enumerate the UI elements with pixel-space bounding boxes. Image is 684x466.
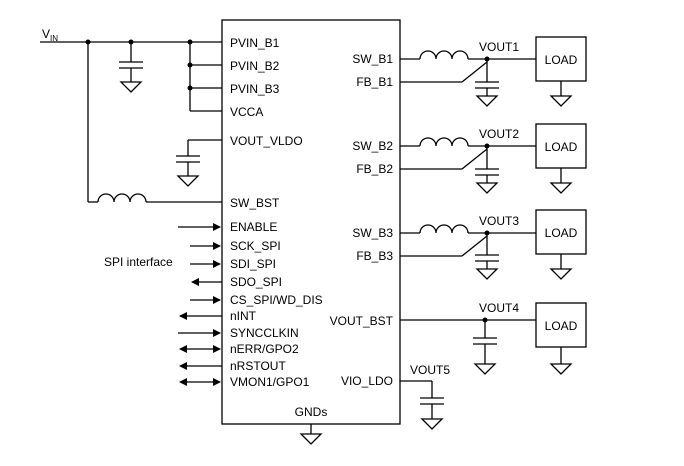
vin-wiring bbox=[40, 39, 222, 203]
pin-gnds: GNDs bbox=[295, 405, 328, 419]
vout2-label: VOUT2 bbox=[479, 127, 519, 141]
pin-sw-bst: SW_BST bbox=[230, 196, 280, 210]
pin-sw-b1: SW_B1 bbox=[352, 52, 393, 66]
pin-pvin-b2: PVIN_B2 bbox=[230, 59, 280, 73]
spi-interface-label: SPI interface bbox=[104, 255, 173, 269]
pin-nrstout: nRSTOUT bbox=[230, 359, 286, 373]
load-box-1 bbox=[535, 36, 587, 82]
ic-ground bbox=[299, 424, 323, 445]
buck-channel-3: LOAD bbox=[400, 209, 587, 280]
pin-cs-spi-wd-dis: CS_SPI/WD_DIS bbox=[230, 293, 323, 307]
vout5-label: VOUT5 bbox=[410, 363, 450, 377]
pin-sw-b3: SW_B3 bbox=[352, 226, 393, 240]
pin-enable: ENABLE bbox=[230, 220, 277, 234]
pin-nint: nINT bbox=[230, 309, 257, 323]
load-label-2: LOAD bbox=[545, 140, 578, 154]
buck-channel-2: LOAD bbox=[400, 123, 587, 194]
pin-fb-b3: FB_B3 bbox=[356, 249, 393, 263]
load-box-3 bbox=[535, 209, 587, 255]
load-label-1: LOAD bbox=[545, 53, 578, 67]
pin-fb-b1: FB_B1 bbox=[356, 75, 393, 89]
pin-vmon1-gpo1: VMON1/GPO1 bbox=[230, 375, 310, 389]
left-signal-arrows bbox=[178, 223, 222, 386]
pin-pvin-b1: PVIN_B1 bbox=[230, 36, 280, 50]
vin-label: VIN bbox=[42, 27, 58, 43]
load-label-3: LOAD bbox=[545, 226, 578, 240]
pin-sdo-spi: SDO_SPI bbox=[230, 275, 282, 289]
vio-ldo-output bbox=[400, 380, 444, 430]
vout4-label: VOUT4 bbox=[479, 301, 519, 315]
vout3-label: VOUT3 bbox=[479, 214, 519, 228]
left-pins: PVIN_B1 PVIN_B2 PVIN_B3 VCCA VOUT_VLDO S… bbox=[230, 36, 323, 389]
pin-vio-ldo: VIO_LDO bbox=[341, 374, 393, 388]
load-label-4: LOAD bbox=[545, 319, 578, 333]
vldo-capacitor bbox=[176, 139, 222, 187]
vout1-label: VOUT1 bbox=[479, 40, 519, 54]
boost-output: LOAD bbox=[400, 302, 587, 375]
right-pins: SW_B1 FB_B1 SW_B2 FB_B2 SW_B3 FB_B3 VOUT… bbox=[330, 52, 394, 388]
pin-vout-vldo: VOUT_VLDO bbox=[230, 134, 303, 148]
pin-pvin-b3: PVIN_B3 bbox=[230, 82, 280, 96]
pin-sck-spi: SCK_SPI bbox=[230, 239, 281, 253]
pin-nerr-gpo2: nERR/GPO2 bbox=[230, 342, 299, 356]
buck-channel-1: LOAD bbox=[400, 36, 587, 107]
pin-syncclkin: SYNCCLKIN bbox=[230, 326, 299, 340]
pin-sdi-spi: SDI_SPI bbox=[230, 257, 276, 271]
load-box-2 bbox=[535, 123, 587, 169]
pmic-ic-body bbox=[221, 19, 401, 425]
pin-vout-bst: VOUT_BST bbox=[330, 314, 394, 328]
pin-fb-b2: FB_B2 bbox=[356, 162, 393, 176]
pin-vcca: VCCA bbox=[230, 105, 263, 119]
pin-sw-b2: SW_B2 bbox=[352, 139, 393, 153]
